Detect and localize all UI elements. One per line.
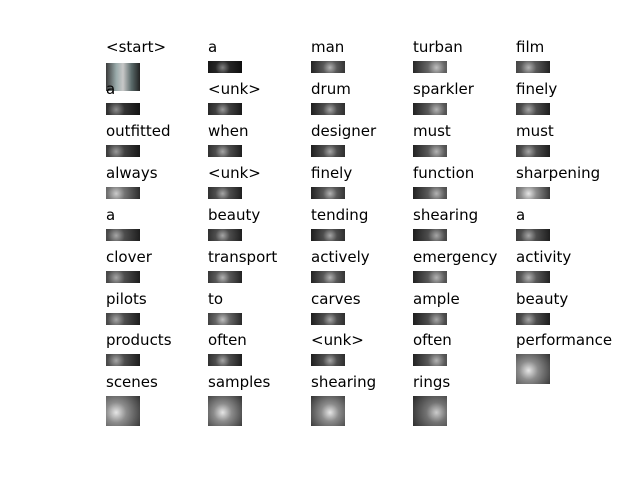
caption-word: <unk>: [208, 80, 261, 98]
attention-patch: [106, 229, 140, 241]
attention-patch: [208, 187, 242, 199]
attention-patch: [106, 354, 140, 366]
caption-word: a: [106, 206, 116, 224]
caption-word: performance: [516, 331, 613, 349]
caption-word: to: [208, 290, 224, 308]
attention-patch: [311, 145, 345, 157]
attention-patch: [516, 103, 550, 115]
attention-patch: [516, 145, 550, 157]
attention-patch: [413, 354, 447, 366]
attention-patch: [311, 187, 345, 199]
caption-word: tending: [311, 206, 369, 224]
caption-word: a: [516, 206, 526, 224]
attention-patch: [106, 103, 140, 115]
caption-word: products: [106, 331, 172, 349]
caption-word: finely: [311, 164, 353, 182]
caption-word: must: [516, 122, 554, 140]
caption-word: when: [208, 122, 249, 140]
attention-patch: [311, 354, 345, 366]
attention-patch: [516, 271, 550, 283]
caption-word: sparkler: [413, 80, 474, 98]
attention-patch: [413, 313, 447, 325]
attention-patch: [311, 313, 345, 325]
attention-patch: [208, 61, 242, 73]
caption-word: actively: [311, 248, 370, 266]
caption-word: must: [413, 122, 451, 140]
attention-patch: [106, 187, 140, 199]
caption-word: carves: [311, 290, 361, 308]
caption-word: drum: [311, 80, 351, 98]
attention-patch: [208, 271, 242, 283]
caption-word: activity: [516, 248, 572, 266]
caption-word: finely: [516, 80, 558, 98]
caption-word: beauty: [208, 206, 261, 224]
attention-patch: [106, 63, 140, 91]
attention-patch: [516, 313, 550, 325]
caption-word: shearing: [413, 206, 479, 224]
attention-patch: [413, 61, 447, 73]
caption-word: turban: [413, 38, 463, 56]
attention-patch: [208, 145, 242, 157]
caption-word: always: [106, 164, 158, 182]
attention-patch: [208, 103, 242, 115]
caption-word: sharpening: [516, 164, 601, 182]
caption-word: transport: [208, 248, 278, 266]
attention-patch: [516, 61, 550, 73]
attention-patch: [311, 103, 345, 115]
attention-patch: [413, 187, 447, 199]
caption-word: man: [311, 38, 345, 56]
caption-word: a: [106, 80, 116, 98]
caption-word: rings: [413, 373, 451, 391]
attention-patch: [311, 61, 345, 73]
attention-patch: [106, 145, 140, 157]
caption-word: function: [413, 164, 475, 182]
attention-patch: [311, 271, 345, 283]
attention-patch: [208, 229, 242, 241]
attention-patch: [208, 313, 242, 325]
caption-word: designer: [311, 122, 377, 140]
caption-word: shearing: [311, 373, 377, 391]
attention-patch: [413, 229, 447, 241]
caption-word: samples: [208, 373, 271, 391]
attention-patch: [208, 354, 242, 366]
attention-patch: [516, 229, 550, 241]
caption-word: <start>: [106, 38, 167, 56]
attention-patch: [516, 187, 550, 199]
caption-word: a: [208, 38, 218, 56]
caption-word: <unk>: [311, 331, 364, 349]
attention-patch: [516, 354, 550, 384]
attention-patch: [106, 396, 140, 426]
caption-word: often: [208, 331, 247, 349]
caption-word: scenes: [106, 373, 158, 391]
attention-patch: [311, 396, 345, 426]
caption-word: beauty: [516, 290, 569, 308]
caption-word: pilots: [106, 290, 147, 308]
caption-word: clover: [106, 248, 152, 266]
attention-patch: [311, 229, 345, 241]
attention-patch: [208, 396, 242, 426]
attention-patch: [413, 396, 447, 426]
attention-patch: [413, 271, 447, 283]
caption-word: <unk>: [208, 164, 261, 182]
caption-word: outfitted: [106, 122, 171, 140]
attention-patch: [106, 271, 140, 283]
attention-patch: [413, 145, 447, 157]
attention-patch: [106, 313, 140, 325]
caption-word: emergency: [413, 248, 498, 266]
caption-word: ample: [413, 290, 460, 308]
attention-patch: [413, 103, 447, 115]
caption-word: often: [413, 331, 452, 349]
caption-word: film: [516, 38, 545, 56]
